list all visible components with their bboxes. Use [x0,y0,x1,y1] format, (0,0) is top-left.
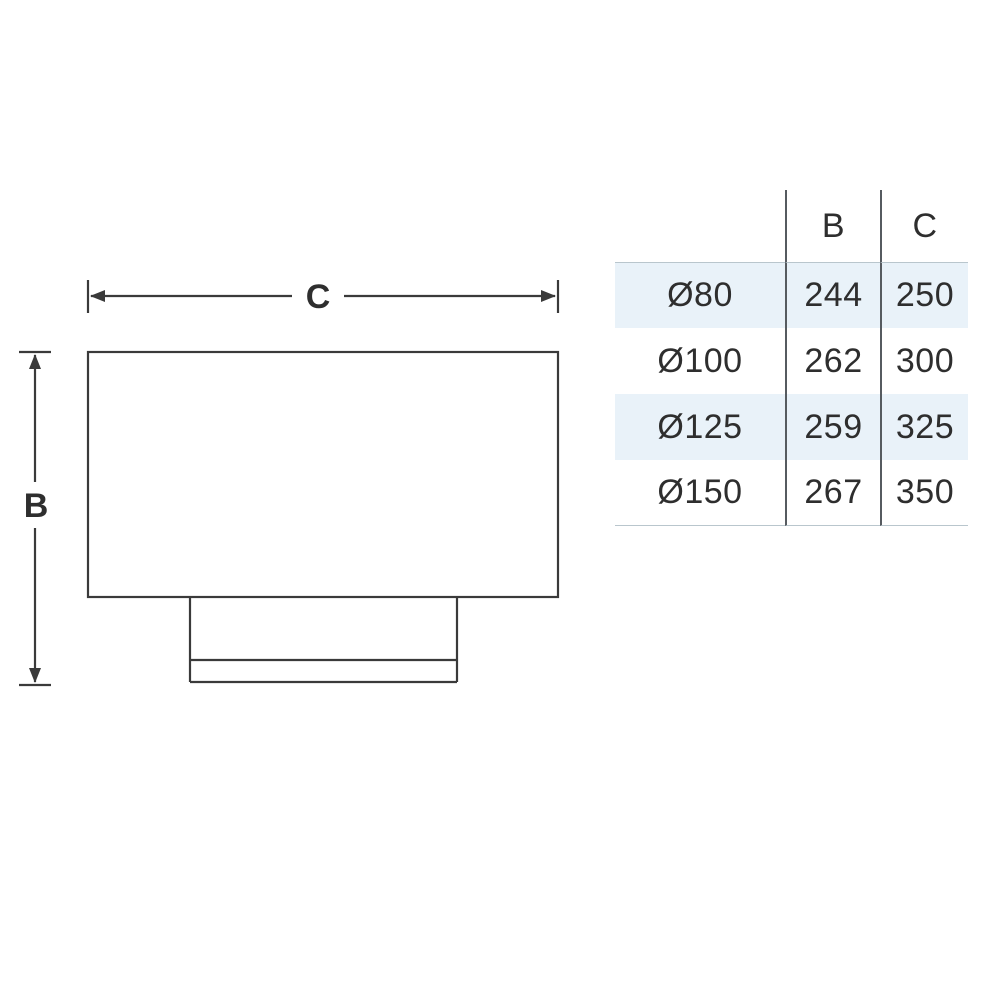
value-b-d150: 267 [785,460,880,526]
b-dim-arrow-bottom [29,668,41,683]
value-b-d125: 259 [785,394,880,460]
b-dimension [19,350,51,687]
row-label-d80: Ø80 [615,262,785,328]
value-c-d80: 250 [880,262,968,328]
value-b-d80: 244 [785,262,880,328]
b-dim-arrow-top [29,354,41,369]
row-label-d125: Ø125 [615,394,785,460]
value-c-d125: 325 [880,394,968,460]
body-rectangle [86,350,560,599]
value-c-d150: 350 [880,460,968,526]
row-label-d150: Ø150 [615,460,785,526]
c-dimension [86,280,560,313]
c-dim-arrow-left [90,290,105,302]
product-outline [86,350,560,684]
b-dimension-label: B [24,487,49,525]
value-b-d100: 262 [785,328,880,394]
c-dimension-label: C [306,278,331,316]
table-corner-cell [615,190,785,262]
dimension-drawing: C B [19,278,560,687]
column-header-b: B [785,190,880,262]
c-dim-arrow-right [541,290,556,302]
dimensions-table: B C Ø80 244 250 Ø100 262 300 Ø125 259 32… [615,190,968,526]
value-c-d100: 300 [880,328,968,394]
column-header-c: C [880,190,968,262]
row-label-d100: Ø100 [657,341,743,380]
